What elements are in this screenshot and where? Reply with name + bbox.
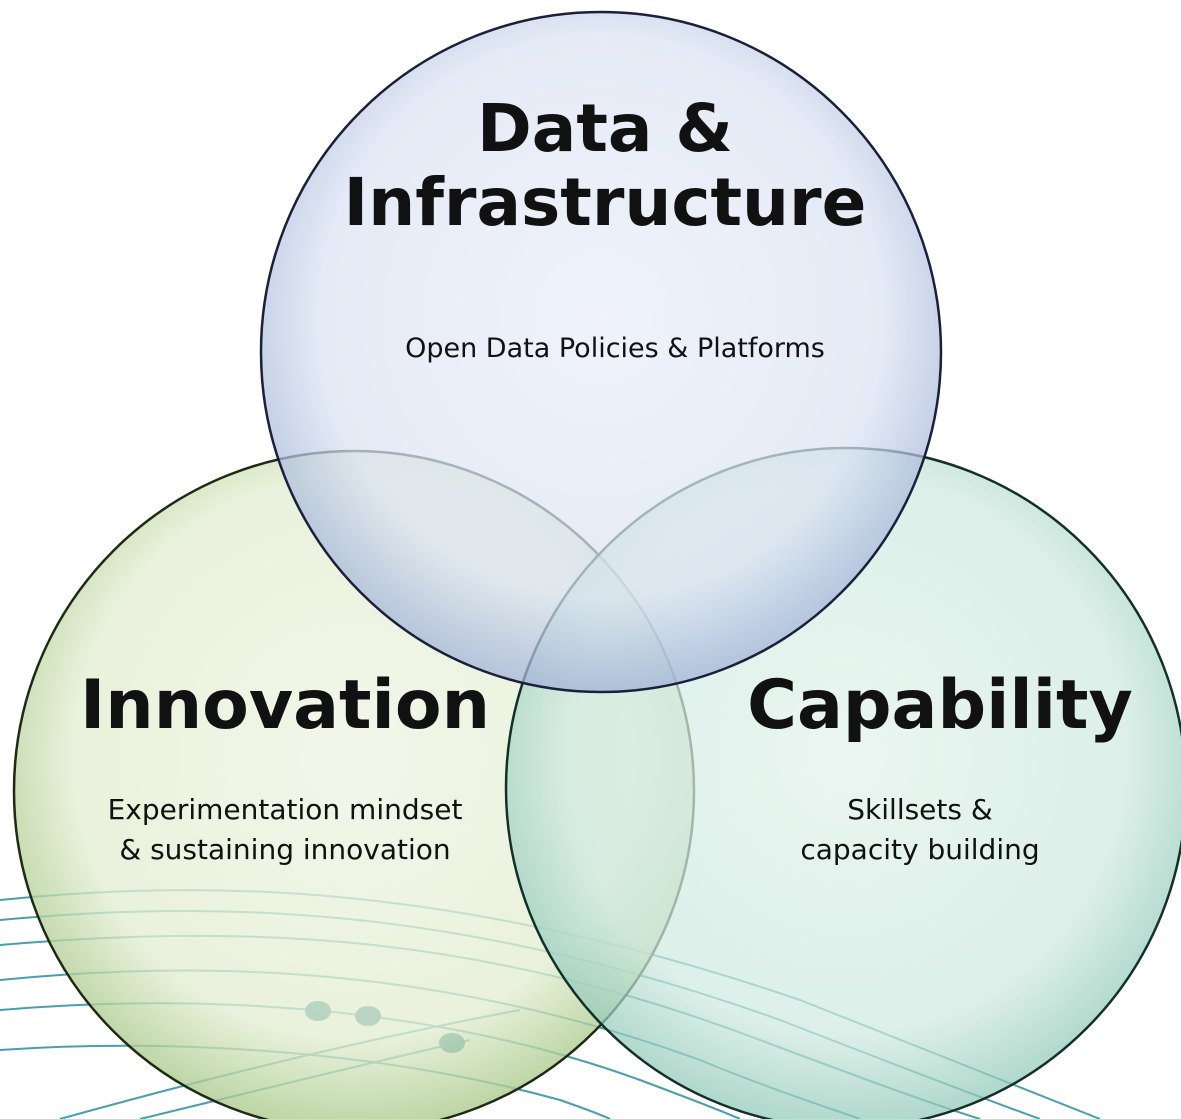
innovation-desc-line2: & sustaining innovation (119, 832, 451, 866)
capability-title: Capability (747, 666, 1133, 745)
capability-desc-line2: capacity building (800, 832, 1040, 866)
data-title-line2: Infrastructure (343, 163, 867, 241)
data-infrastructure-description: Open Data Policies & Platforms (405, 333, 825, 364)
capability-desc-line1: Skillsets & (847, 793, 993, 826)
data-title-line1: Data & (477, 90, 733, 167)
innovation-description: Experimentation mindset & sustaining inn… (40, 790, 530, 870)
innovation-desc-line1: Experimentation mindset (107, 793, 463, 826)
innovation-title: Innovation (80, 666, 490, 745)
data-infrastructure-circle (259, 10, 943, 694)
data-infrastructure-title: Data & Infrastructure (330, 92, 880, 240)
capability-description: Skillsets & capacity building (720, 790, 1120, 870)
